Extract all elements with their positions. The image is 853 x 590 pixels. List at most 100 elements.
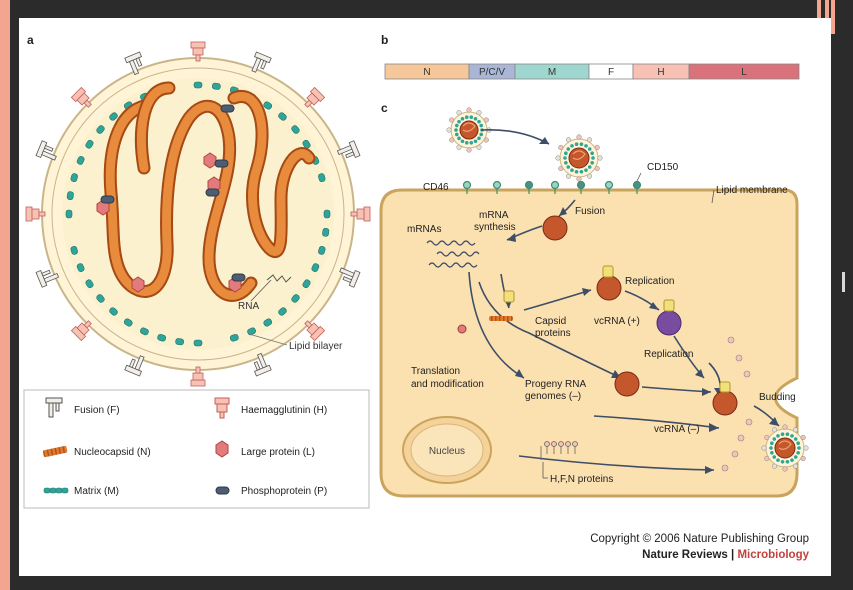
virion-particle: RNA bbox=[25, 41, 371, 387]
genome-segment-label: N bbox=[423, 67, 430, 78]
rna-strand bbox=[266, 274, 292, 283]
matrix-bead bbox=[123, 318, 133, 327]
fusion-spike bbox=[35, 269, 60, 288]
matrix-bead bbox=[109, 307, 118, 316]
fusion-spike bbox=[124, 51, 143, 76]
matrix-bead bbox=[76, 156, 85, 165]
matrix-bead bbox=[85, 139, 94, 149]
incoming-virion bbox=[446, 107, 492, 153]
matrix-bead bbox=[263, 101, 273, 110]
hfn-label: H,F,N proteins bbox=[550, 474, 613, 485]
genome-bar: N P/C/V M F H L bbox=[384, 63, 800, 80]
fusion-spike bbox=[251, 51, 272, 73]
matrix-bead bbox=[66, 191, 74, 200]
matrix-bead bbox=[302, 279, 311, 289]
matrix-bead bbox=[263, 318, 273, 327]
legend-matrix: Matrix (M) bbox=[74, 486, 119, 497]
capsid-line-1: Capsid bbox=[535, 316, 566, 327]
genome-segment-label: H bbox=[657, 67, 664, 78]
budding-label: Budding bbox=[759, 392, 796, 403]
rna-label: RNA bbox=[238, 301, 259, 312]
budded-virion bbox=[761, 424, 809, 472]
lipid-bilayer-pointer bbox=[248, 333, 288, 346]
capsid-line-2: proteins bbox=[535, 328, 571, 339]
hfn-proteins-icon bbox=[540, 441, 578, 460]
mrna-synthesis-line-2: synthesis bbox=[474, 222, 516, 233]
mrna-waves bbox=[426, 240, 480, 268]
legend-nucleocapsid: Nucleocapsid (N) bbox=[74, 447, 151, 458]
arrow-heads bbox=[504, 137, 779, 474]
legend-haemagglutinin: Haemagglutinin (H) bbox=[241, 405, 327, 416]
matrix-bead bbox=[140, 327, 149, 336]
matrix-bead bbox=[70, 245, 78, 255]
legend-phosphoprotein: Phosphoprotein (P) bbox=[241, 486, 327, 497]
membrane-spikes bbox=[721, 336, 753, 472]
matrix-bead bbox=[193, 339, 203, 347]
legend-large-protein: Large protein (L) bbox=[241, 447, 315, 458]
journal-name: Nature Reviews bbox=[642, 549, 728, 561]
genome-segment-l bbox=[688, 63, 800, 80]
measles-virus-figure: a R bbox=[23, 33, 810, 561]
rnp-complexes bbox=[457, 215, 738, 416]
matrix-bead bbox=[212, 82, 221, 90]
matrix-bead bbox=[291, 294, 300, 303]
fusion-label: Fusion bbox=[575, 206, 605, 217]
mrnas-label: mRNAs bbox=[407, 224, 441, 235]
haemagglutinin-spike bbox=[25, 206, 46, 222]
genome-segment-label: F bbox=[608, 67, 614, 78]
nucleus-label: Nucleus bbox=[429, 446, 465, 457]
matrix-bead bbox=[96, 125, 105, 134]
matrix-bead bbox=[278, 112, 287, 121]
receptors bbox=[462, 180, 642, 194]
phosphoprotein-icon bbox=[215, 486, 230, 495]
fusion-spike bbox=[124, 355, 145, 377]
nucleocapsid-icon bbox=[43, 445, 68, 458]
replication-label-1: Replication bbox=[625, 276, 674, 287]
fusion-icon bbox=[45, 397, 63, 418]
genome-segment-label: M bbox=[548, 67, 556, 78]
haemagglutinin-spike bbox=[70, 86, 92, 108]
fusion-spike bbox=[35, 140, 57, 161]
genome-segment-label: L bbox=[741, 67, 747, 78]
cd46-label: CD46 bbox=[423, 182, 449, 193]
matrix-bead bbox=[85, 279, 94, 289]
matrix-bead bbox=[229, 334, 239, 342]
matrix-bead bbox=[175, 338, 184, 346]
host-cell bbox=[379, 188, 799, 498]
matrix-bead bbox=[278, 307, 287, 316]
matrix-bead bbox=[76, 263, 85, 272]
journal-line: Nature Reviews | Microbiology bbox=[642, 549, 809, 561]
replication-label-2: Replication bbox=[644, 349, 693, 360]
haemagglutinin-spike bbox=[304, 320, 326, 342]
genome-segment-label: P/C/V bbox=[479, 67, 505, 78]
matrix-icon bbox=[43, 487, 69, 494]
matrix-bead bbox=[322, 228, 330, 237]
cd150-label: CD150 bbox=[647, 162, 679, 173]
matrix-bead bbox=[311, 263, 320, 272]
matrix-bead bbox=[318, 173, 326, 183]
haemagglutinin-icon bbox=[214, 397, 230, 419]
matrix-bead bbox=[302, 139, 311, 149]
lipid-bilayer-label: Lipid bilayer bbox=[289, 341, 343, 352]
matrix-bead bbox=[193, 81, 203, 89]
scroll-handle[interactable] bbox=[842, 272, 845, 292]
translation-line-1: Translation bbox=[411, 366, 460, 377]
matrix-bead bbox=[109, 112, 118, 121]
panel-a-label: a bbox=[27, 33, 34, 47]
lipid-membrane-label: Lipid membrane bbox=[716, 185, 788, 196]
matrix-bead bbox=[291, 125, 300, 134]
large-protein-icon bbox=[215, 440, 229, 458]
journal-separator: | bbox=[728, 549, 738, 561]
vcrna-minus-label: vcRNA (–) bbox=[654, 424, 700, 435]
progeny-line-2: genomes (–) bbox=[525, 391, 581, 402]
fusion-spike bbox=[336, 140, 361, 159]
matrix-bead bbox=[96, 294, 105, 303]
matrix-ring bbox=[65, 81, 331, 347]
haemagglutinin-spike bbox=[304, 86, 326, 108]
phosphoprotein-markers bbox=[100, 104, 246, 282]
fusion-spike bbox=[339, 267, 361, 288]
haemagglutinin-spike bbox=[190, 41, 206, 62]
slide-left-border bbox=[0, 0, 10, 590]
matrix-bead bbox=[318, 245, 326, 255]
docking-virion bbox=[555, 134, 603, 182]
